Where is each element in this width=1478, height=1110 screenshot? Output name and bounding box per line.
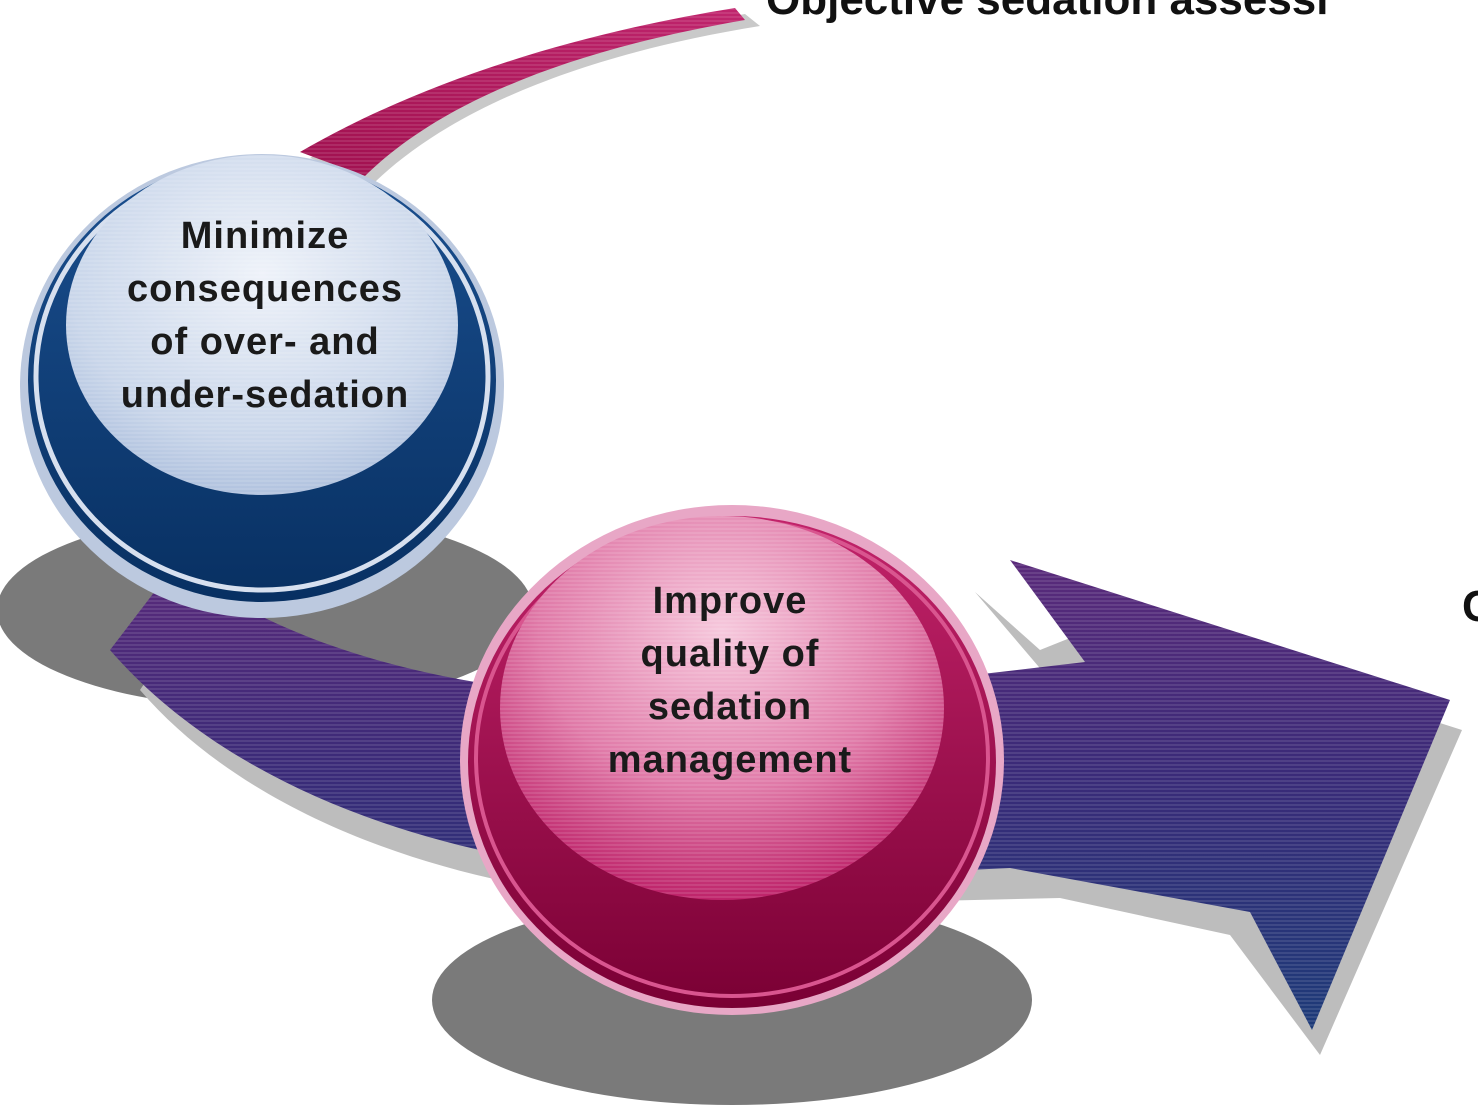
circle-improve: [460, 505, 1004, 1015]
circle-improve-text: Improve quality of sedation management: [607, 580, 853, 781]
top-arrow: [300, 8, 760, 182]
circle-minimize: [20, 154, 504, 618]
circle-minimize-text: Minimize consequences of over- and under…: [120, 215, 410, 416]
right-edge-label: C: [1462, 582, 1478, 631]
top-title-label: Objective sedation assessi: [766, 0, 1329, 22]
